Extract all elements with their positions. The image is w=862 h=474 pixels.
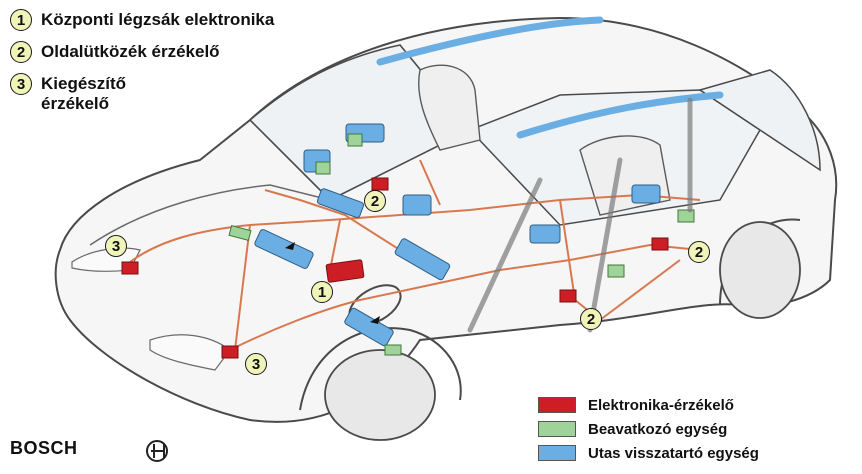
legend-item: 1 Központi légzsák elektronika <box>10 9 275 31</box>
color-legend-item: Beavatkozó egység <box>538 417 759 441</box>
legend-label: Oldalütközék érzékelő <box>41 42 220 61</box>
color-legend-item: Elektronika-érzékelő <box>538 393 759 417</box>
airbag-side-rear <box>529 224 561 244</box>
color-legend: Elektronika-érzékelő Beavatkozó egység U… <box>538 393 759 465</box>
number-badge: 2 <box>10 41 32 63</box>
tensioner-door <box>607 264 625 278</box>
sensor-door <box>559 289 577 303</box>
legend-item: 3 Kiegészítő érzékelő <box>10 73 274 114</box>
callout-2-door: 2 <box>580 308 602 330</box>
color-legend-label: Utas visszatartó egység <box>588 444 759 462</box>
bosch-wordmark: BOSCH <box>10 438 78 458</box>
sensor-front-right <box>221 345 239 359</box>
callout-3-right: 3 <box>245 353 267 375</box>
sensor-b-pillar <box>371 177 389 191</box>
color-legend-label: Elektronika-érzékelő <box>588 396 734 414</box>
number-badge: 1 <box>10 9 32 31</box>
callout-1-center: 1 <box>311 281 333 303</box>
airbag-rear-right <box>631 184 661 204</box>
tensioner-driver <box>384 344 402 356</box>
airbag-passenger <box>254 229 314 269</box>
bosch-logo-icon <box>146 440 168 462</box>
legend-label: Központi légzsák elektronika <box>41 10 275 29</box>
color-legend-label: Beavatkozó egység <box>588 420 728 438</box>
central-electronics <box>325 259 365 283</box>
sensor-rear <box>651 237 669 251</box>
tensioner-rear <box>677 209 695 223</box>
swatch-blue <box>538 445 576 461</box>
callout-3-front: 3 <box>105 235 127 257</box>
front-tire <box>324 349 436 441</box>
tensioner-rear-seat <box>347 133 363 147</box>
airbag-seat-rear <box>402 194 432 216</box>
rear-tire <box>719 221 801 319</box>
color-legend-item: Utas visszatartó egység <box>538 441 759 465</box>
airbag-side-front <box>316 188 365 219</box>
sensor-front-left <box>121 261 139 275</box>
legend-label: Kiegészítő érzékelő <box>41 74 127 113</box>
curtain-airbag-rear <box>516 91 724 139</box>
rear-window <box>698 69 821 172</box>
airbag-driver-knee <box>394 238 451 281</box>
seat-belts <box>467 97 693 333</box>
arrow-driver <box>370 316 380 324</box>
arrow-front <box>285 242 295 250</box>
swatch-green <box>538 421 576 437</box>
headlight-right <box>149 334 231 371</box>
airbag-driver <box>344 307 394 347</box>
swatch-red <box>538 397 576 413</box>
callout-2-front: 2 <box>364 190 386 212</box>
curtain-airbag-roof <box>376 16 604 66</box>
front-wheel <box>299 327 462 411</box>
tensioner-seat-front <box>315 161 331 175</box>
component-legend: 1 Központi légzsák elektronika 2 Oldalüt… <box>10 9 275 125</box>
legend-item: 2 Oldalütközék érzékelő <box>10 41 274 63</box>
tensioner-front <box>228 224 252 242</box>
front-seat <box>418 64 481 151</box>
number-badge: 3 <box>10 73 32 95</box>
hood-line <box>89 184 331 246</box>
callout-2-rear: 2 <box>688 241 710 263</box>
